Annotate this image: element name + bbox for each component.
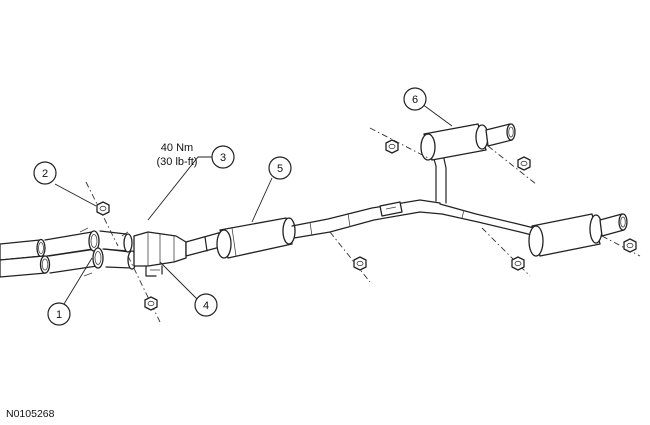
nut (385, 139, 399, 154)
callout-2-label: 2 (42, 168, 48, 180)
callout-1: 1 (47, 302, 71, 326)
nut (96, 201, 110, 216)
lower-rear-muffler (528, 213, 628, 257)
intermediate-pipe (291, 199, 443, 239)
nut (623, 238, 637, 253)
callout-1-label: 1 (56, 309, 62, 321)
callout-2: 2 (33, 161, 57, 185)
torque-spec: 40 Nm (30 lb-ft) (157, 142, 198, 168)
nut (511, 256, 525, 271)
callout-4: 4 (194, 293, 218, 317)
catalytic-converter (133, 231, 225, 277)
resonator-muffler (216, 217, 296, 259)
callout-3-label: 3 (220, 152, 226, 164)
callout-5-label: 5 (277, 163, 283, 175)
callout-6: 6 (403, 87, 427, 111)
callout-3: 3 (211, 145, 235, 169)
front-pipes (0, 227, 137, 278)
fasteners (85, 127, 641, 323)
nut (144, 296, 158, 311)
nut (353, 256, 367, 271)
callout-6-label: 6 (412, 94, 418, 106)
callout-4-label: 4 (203, 300, 209, 312)
callout-5: 5 (268, 156, 292, 180)
torque-metric: 40 Nm (161, 142, 193, 154)
upper-rear-muffler (420, 123, 516, 161)
figure-reference-number: N0105268 (6, 408, 55, 420)
nut (517, 156, 531, 171)
torque-imperial: (30 lb-ft) (157, 156, 198, 168)
callout-leaders (54, 103, 453, 305)
